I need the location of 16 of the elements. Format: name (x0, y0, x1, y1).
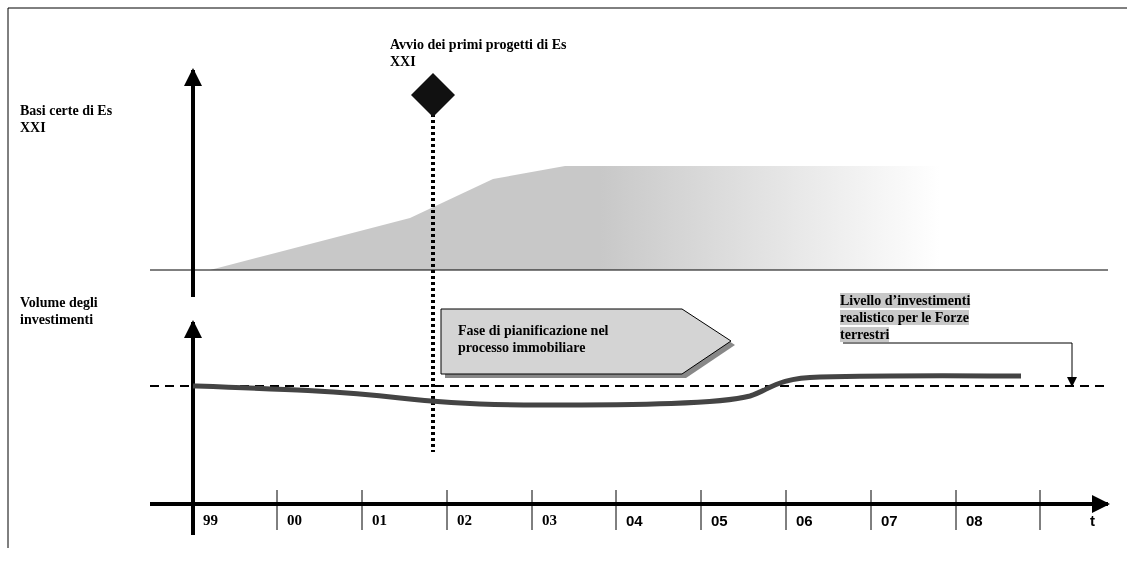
axis-title: Basi certe di Es XXI (20, 102, 114, 136)
tick-label: t (1090, 512, 1095, 529)
axis-title: Volume degli investimenti (20, 294, 99, 328)
annotation-text: Avvio dei primi progetti di Es XXI (390, 36, 568, 70)
leader-line (842, 342, 1077, 387)
tick-label: 05 (711, 512, 728, 529)
process-arrow (440, 308, 735, 378)
tick-label: 08 (966, 512, 983, 529)
tick-label: 02 (457, 512, 472, 529)
tick-label: 04 (626, 512, 643, 529)
tick-label: 07 (881, 512, 898, 529)
tick-label: 00 (287, 512, 302, 529)
tick-label: 99 (203, 512, 218, 529)
tick-label: 06 (796, 512, 813, 529)
tick-label: 03 (542, 512, 557, 529)
tick-label: 01 (372, 512, 387, 529)
